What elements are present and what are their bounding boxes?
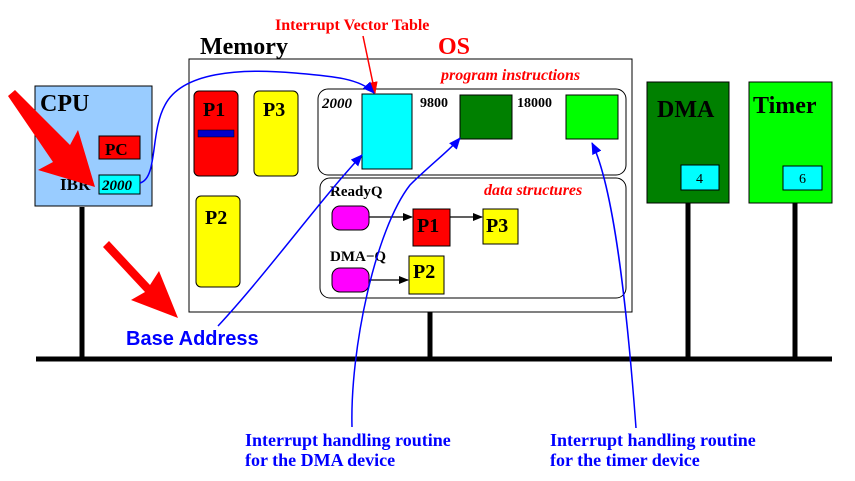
dma-routine-curve [351,137,461,428]
readyq-p3-node [482,208,519,245]
dmaq-head [331,267,370,293]
ibr-highlight-arrow [8,90,95,187]
pc-register [98,135,141,160]
interrupt-vector-table-block [361,93,413,170]
timer-routine-curve [591,142,637,429]
timer-routine-label-line2: for the timer device [550,450,700,470]
base-address-label: Base Address [126,328,259,350]
readyq-head [331,205,370,231]
readyq-p1-label: P1 [417,215,439,237]
dmaq-label: DMA−Q [330,249,386,265]
interrupt-vector-table-label: Interrupt Vector Table [275,17,429,34]
os-label: OS [438,34,470,60]
timer-device-label: Timer [753,93,817,119]
dma-device-label: DMA [657,97,715,123]
timer-interrupt-number: 6 [799,172,806,187]
pc-label: PC [105,140,128,159]
ibr-value: 2000 [101,178,133,194]
timer-interrupt-number-box [782,165,823,191]
process-p1-marker [197,129,235,138]
address-2000: 2000 [321,96,353,112]
readyq-p1-node [412,208,451,247]
dma-interrupt-number-box [680,164,720,191]
address-9800: 9800 [420,96,448,111]
timer-handler-block [565,94,619,140]
dma-interrupt-number: 4 [696,172,703,187]
readyq-label: ReadyQ [330,184,383,200]
base-address-curve [217,154,363,327]
base-address-highlight-arrow [103,241,178,318]
process-p1-label: P1 [203,99,225,121]
dma-handler-block [459,94,513,140]
ibr-to-ivt-curve [139,70,375,184]
process-p2-block [195,195,241,288]
dma-routine-label-line1: Interrupt handling routine [245,430,451,450]
process-p3-block [253,90,299,177]
dmaq-p2-node [408,255,445,295]
ibr-register [98,174,141,195]
timer-routine-label-line1: Interrupt handling routine [550,430,756,450]
data-structures-label: data structures [484,182,582,199]
dmaq-p2-label: P2 [413,261,435,283]
process-p3-label: P3 [263,99,285,121]
program-instructions-label: program instructions [439,67,580,84]
dma-routine-label-line2: for the DMA device [245,450,395,470]
readyq-p3-label: P3 [486,215,508,237]
address-18000: 18000 [517,96,552,111]
process-p2-label: P2 [205,207,227,229]
memory-label: Memory [200,34,288,60]
cpu-label: CPU [40,91,89,117]
